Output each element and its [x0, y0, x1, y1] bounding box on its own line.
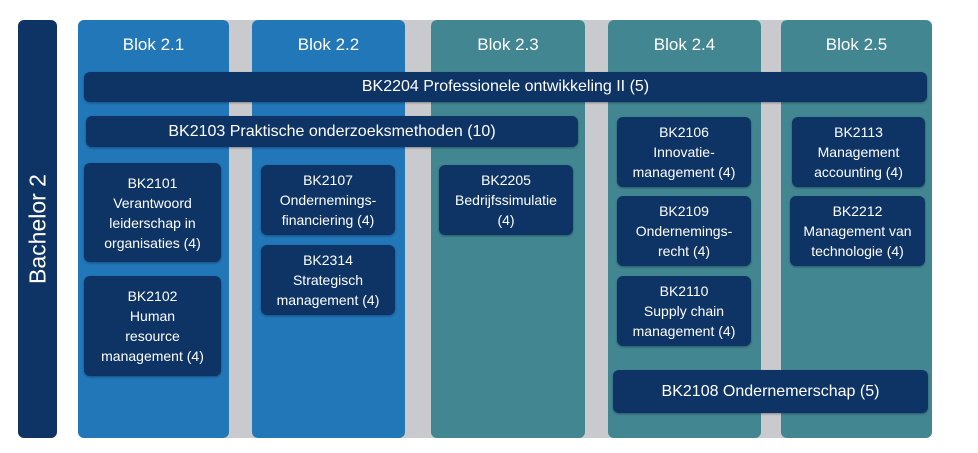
column-header-blok-2-3: Blok 2.3 [477, 35, 539, 54]
course-bk2102-label: BK2102 Human resource management (4) [101, 288, 204, 364]
course-bk2110: BK2110 Supply chain management (4) [617, 276, 751, 346]
course-bk2110-label: BK2110 Supply chain management (4) [632, 283, 736, 339]
year-label: Bachelor 2 [24, 174, 50, 284]
column-header-blok-2-4: Blok 2.4 [653, 35, 716, 54]
course-bk2212: BK2212 Management van technologie (4) [790, 196, 925, 266]
course-bk2314: BK2314 Strategisch management (4) [261, 245, 395, 315]
course-bk2109-label: BK2109 Ondernemings- recht (4) [635, 203, 733, 259]
course-bk2205-label: BK2205 Bedrijfssimulatie (4) [455, 172, 557, 228]
course-bk2101: BK2101 Verantwoord leiderschap in organi… [84, 163, 221, 262]
course-bk2204-label: BK2204 Professionele ontwikkeling II (5) [361, 78, 650, 95]
course-bk2107-label: BK2107 Ondernemings- financiering (4) [279, 172, 377, 228]
column-header-blok-2-5: Blok 2.5 [825, 35, 888, 54]
column-header-blok-2-1: Blok 2.1 [122, 35, 185, 54]
course-bk2108-label: BK2108 Ondernemerschap (5) [661, 382, 880, 400]
course-bk2113: BK2113 Management accounting (4) [792, 117, 925, 187]
course-bk2113-label: BK2113 Management accounting (4) [814, 124, 903, 180]
year-label-bar: Bachelor 2 [18, 20, 57, 438]
course-bk2103-label: BK2103 Praktische onderzoeksmethoden (10… [168, 122, 496, 140]
course-bk2108: BK2108 Ondernemerschap (5) [613, 370, 928, 413]
course-bk2204: BK2204 Professionele ontwikkeling II (5) [84, 72, 927, 102]
course-bk2314-label: BK2314 Strategisch management (4) [276, 252, 380, 308]
course-bk2103: BK2103 Praktische onderzoeksmethoden (10… [86, 116, 578, 147]
course-bk2107: BK2107 Ondernemings- financiering (4) [261, 165, 395, 235]
course-bk2109: BK2109 Ondernemings- recht (4) [617, 196, 751, 266]
course-bk2102: BK2102 Human resource management (4) [84, 276, 221, 376]
course-bk2212-label: BK2212 Management van technologie (4) [803, 203, 912, 259]
course-bk2106-label: BK2106 Innovatie- management (4) [632, 124, 736, 180]
column-header-blok-2-2: Blok 2.2 [297, 35, 360, 54]
course-bk2106: BK2106 Innovatie- management (4) [617, 117, 751, 187]
course-bk2101-label: BK2101 Verantwoord leiderschap in organi… [104, 174, 201, 251]
course-bk2205: BK2205 Bedrijfssimulatie (4) [439, 165, 573, 235]
